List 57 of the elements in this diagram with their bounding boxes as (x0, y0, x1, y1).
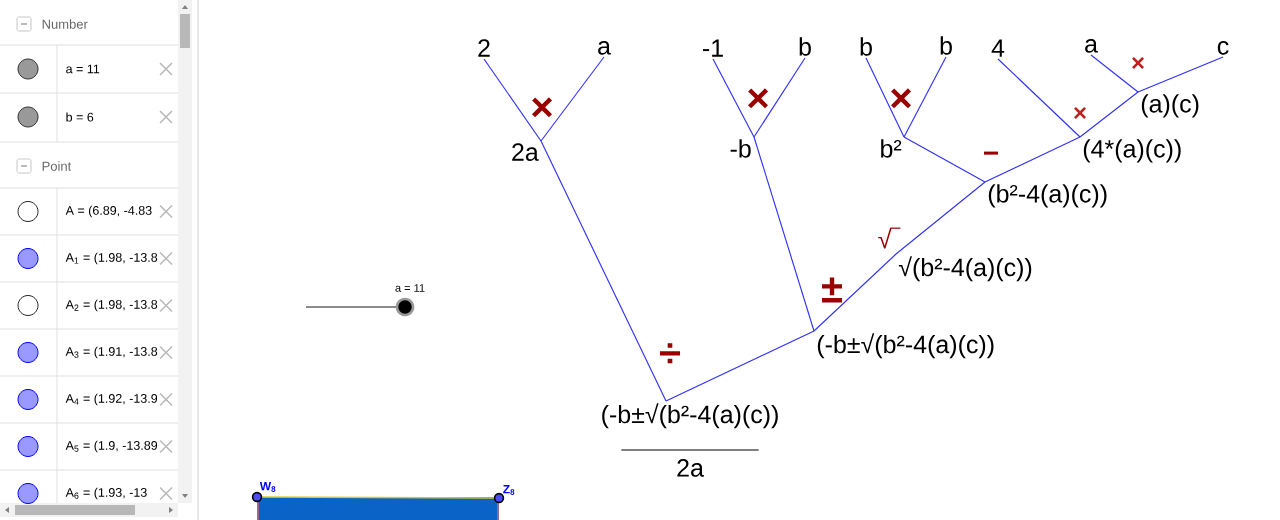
expression-label: b (799, 37, 811, 56)
expression-label: b (940, 36, 952, 55)
expression-label: (a)(c) (1141, 94, 1199, 118)
expression-label: b (860, 37, 872, 56)
expression-label: -b (730, 139, 751, 158)
operator-symbol: × (891, 88, 911, 109)
slider-label: a = 11 (395, 284, 425, 292)
operator-symbol: ÷ (660, 343, 681, 364)
definition-text: b = 6 (66, 112, 94, 122)
operator-symbol: × (1074, 107, 1086, 120)
definition-text: A = (6.89, -4.83 (65, 205, 152, 218)
operator-symbol: × (532, 97, 552, 118)
branch-line (1090, 54, 1139, 93)
branch-line (540, 140, 667, 402)
expression-label: a (598, 41, 611, 55)
branch-line (753, 57, 806, 138)
definition-text: a = 11 (66, 64, 100, 74)
operator-symbol: × (748, 88, 768, 109)
point-label: Z$_{8}$ (503, 485, 515, 495)
operator-symbol: × (1132, 57, 1144, 70)
operator-symbol: − (984, 151, 999, 155)
point-label: W$_{8}$ (259, 482, 276, 492)
branch-line (903, 136, 986, 183)
operator-symbol: ± (822, 277, 843, 303)
definition-text: A$_{3}$ = (1.91, -13.8 (65, 346, 158, 359)
branch-line (895, 181, 986, 255)
expression-label: c (1217, 41, 1229, 55)
definition-text: A$_{5}$ = (1.9, -13.89 (65, 440, 158, 453)
section-heading: Point (42, 161, 72, 171)
expression-label: 2 (478, 39, 490, 57)
branch-line (1079, 91, 1139, 138)
branch-line (753, 136, 815, 332)
definition-text: A$_{1}$ = (1.98, -13.8 (65, 252, 158, 265)
section-heading: Number (42, 19, 88, 29)
expression-label: (4*(a)(c)) (1083, 139, 1181, 163)
definition-text: A$_{6}$ = (1.93, -13 (65, 487, 147, 500)
expression-label: √(b²-4(a)(c)) (898, 256, 1032, 282)
expression-label: 4 (991, 39, 1005, 57)
expression-label: (-b±√(b²-4(a)(c)) (817, 333, 994, 359)
branch-line (665, 330, 815, 402)
branch-line (540, 56, 605, 142)
expression-label: -1 (703, 39, 723, 57)
expression-label: b² (881, 139, 902, 158)
branch-line (813, 253, 897, 332)
branch-line (997, 58, 1081, 138)
definition-text: A$_{4}$ = (1.92, -13.9 (65, 393, 158, 406)
branch-line (483, 58, 542, 142)
branch-line (984, 136, 1081, 183)
branch-line (712, 58, 755, 138)
definition-text: A$_{2}$ = (1.98, -13.8 (65, 299, 158, 312)
expression-label: 2a (512, 143, 539, 161)
branch-line (865, 57, 905, 138)
branch-line (903, 56, 947, 138)
expression-label: (-b±√(b²-4(a)(c)) 2a (602, 403, 778, 477)
branch-line (1137, 56, 1224, 93)
expression-label: (b²-4(a)(c)) (988, 184, 1107, 208)
expression-label: a (1085, 39, 1098, 53)
